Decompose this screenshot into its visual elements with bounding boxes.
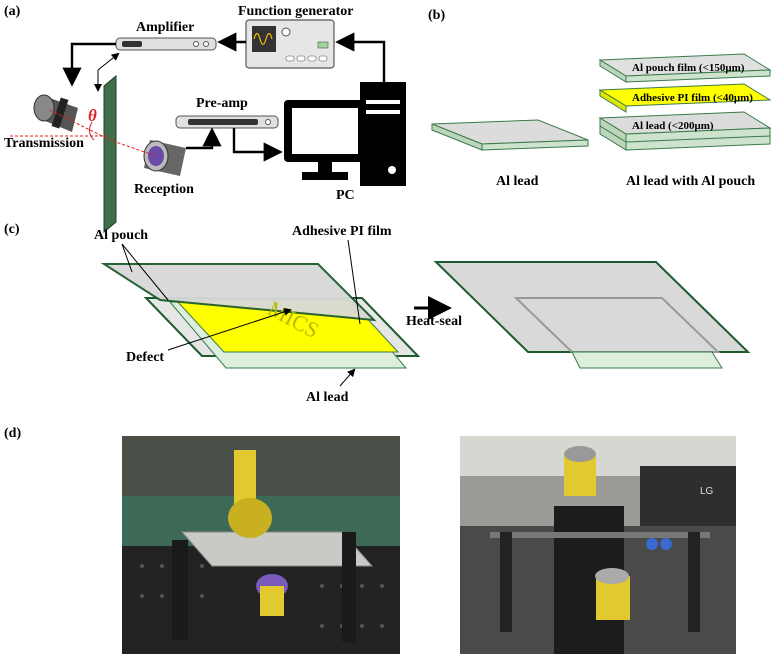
experiment-photo-right: LG [460,436,736,654]
al-lead-label: Al lead [496,174,539,189]
adhesive-pi-film-label: Adhesive PI film (<40μm) [632,92,753,104]
panel-label-c: (c) [4,222,20,237]
defect-label: Defect [126,350,165,365]
al-pouch-label: Al pouch [94,228,149,243]
panel-label-a: (a) [4,4,21,19]
reception-probe [143,140,186,176]
pre-amp-device [175,115,279,129]
al-lead-layer-label: Al lead (<200μm) [632,120,714,132]
amplifier-label: Amplifier [136,20,195,35]
adhesive-pi-film-label-c: Adhesive PI film [292,224,392,239]
theta-label: θ [88,106,97,125]
al-lead-plate [431,119,589,151]
transmission-label: Transmission [4,136,84,151]
svg-text:LG: LG [700,486,714,497]
specimen-plate [103,74,117,234]
al-pouch-stack [598,53,772,151]
function-generator-label: Function generator [238,4,354,19]
pouch-assembly-after [433,261,751,369]
panel-label-d: (d) [4,426,22,441]
al-pouch-film-label: Al pouch film (<150μm) [632,62,745,74]
heat-seal-label: Heat-seal [406,314,462,329]
panel-label-b: (b) [428,8,446,23]
experiment-photo-left [122,436,400,654]
pouch-assembly-before: MICS [100,263,421,369]
al-lead-label-c: Al lead [306,390,349,405]
pc-computer-icon [284,82,406,186]
reception-label: Reception [134,182,194,197]
amplifier-device [115,37,217,51]
al-lead-with-pouch-label: Al lead with Al pouch [626,174,756,189]
pre-amp-label: Pre-amp [196,96,248,111]
pc-label: PC [336,188,355,203]
transmission-probe [33,94,78,132]
function-generator-device [245,19,335,69]
